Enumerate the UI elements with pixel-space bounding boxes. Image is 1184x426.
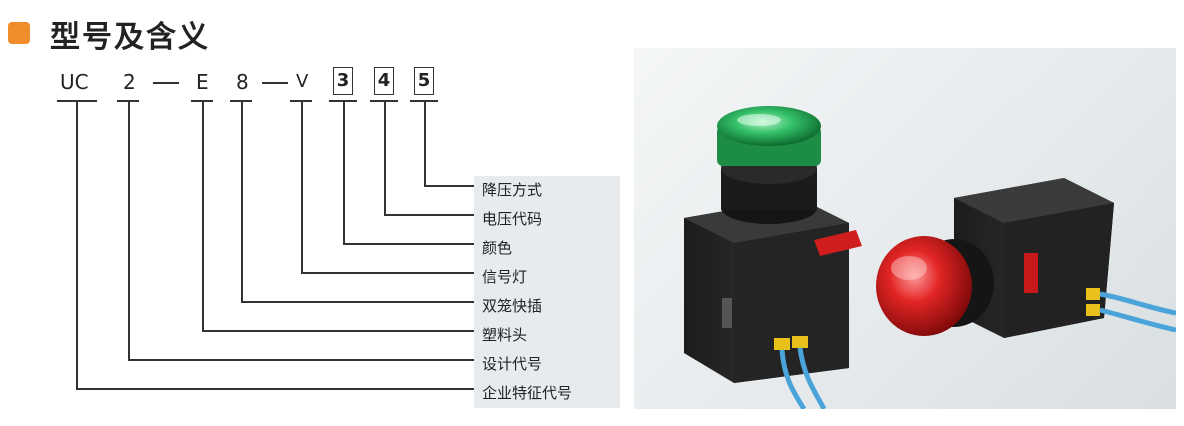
connector-vertical <box>301 100 303 273</box>
meaning-plastic-head: 塑料头 <box>482 326 528 344</box>
product-illustration <box>684 106 1176 409</box>
meaning-row-bg <box>474 263 620 292</box>
connector-horizontal <box>301 272 474 274</box>
connector-horizontal <box>384 214 474 216</box>
meaning-design-code: 设计代号 <box>482 355 543 373</box>
connector-horizontal <box>76 388 474 390</box>
meaning-signal-lamp: 信号灯 <box>482 268 528 286</box>
meaning-quick-plug: 双笼快插 <box>482 297 543 315</box>
meaning-row-bg <box>474 292 620 321</box>
meaning-row-bg <box>474 350 620 379</box>
connector-vertical <box>241 100 243 302</box>
connector-vertical <box>424 100 426 186</box>
meaning-row-bg <box>474 234 620 263</box>
connector-horizontal <box>424 185 474 187</box>
red-signal-lamp <box>876 178 1114 338</box>
code-dash-2 <box>262 82 288 84</box>
connector-vertical <box>128 100 130 360</box>
meaning-row-bg <box>474 205 620 234</box>
code-step-down-box: 5 <box>414 67 434 95</box>
connector-vertical <box>343 100 345 244</box>
title-marker-icon <box>8 22 30 44</box>
connector-vertical <box>76 100 78 389</box>
meaning-row-bg <box>474 176 620 205</box>
product-photo <box>634 48 1176 409</box>
connector-horizontal <box>343 243 474 245</box>
meaning-row-bg <box>474 321 620 350</box>
meaning-company-code: 企业特征代号 <box>482 384 573 402</box>
code-type: V <box>296 71 309 92</box>
green-signal-lamp <box>684 106 862 383</box>
connector-horizontal <box>128 359 474 361</box>
code-terminal: 8 <box>236 70 249 94</box>
connector-horizontal <box>241 301 474 303</box>
code-dash-1 <box>153 82 179 84</box>
meaning-color: 颜色 <box>482 239 513 257</box>
connector-horizontal <box>202 330 474 332</box>
meaning-row-bg <box>474 379 620 408</box>
code-head: E <box>196 70 209 94</box>
code-voltage-box: 4 <box>374 67 394 95</box>
meaning-voltage-code: 电压代码 <box>482 210 543 228</box>
code-design: 2 <box>123 70 136 94</box>
meaning-step-down: 降压方式 <box>482 181 543 199</box>
page-title: 型号及含义 <box>50 20 210 55</box>
connector-vertical <box>384 100 386 215</box>
code-uc: UC <box>60 70 89 94</box>
connector-vertical <box>202 100 204 331</box>
code-color-box: 3 <box>333 67 353 95</box>
